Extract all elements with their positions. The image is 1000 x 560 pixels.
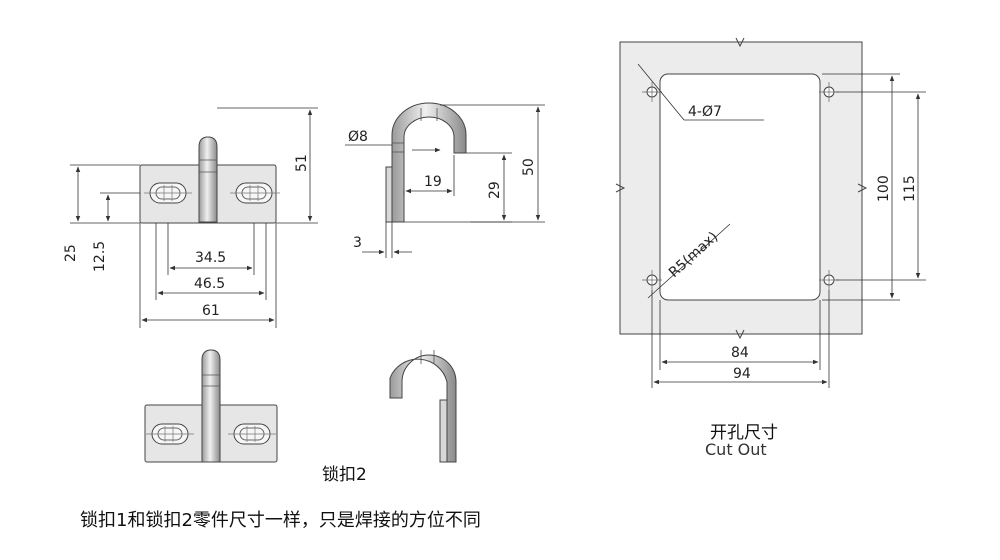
hook-profile-2: [389, 354, 457, 463]
cutout-title-cn: 开孔尺寸: [710, 423, 778, 443]
cutout-opening: [659, 73, 821, 301]
dim-29: 29: [487, 181, 503, 199]
dim-phi8: Ø8: [348, 129, 368, 145]
dim-19: 19: [424, 174, 442, 190]
dim-61: 61: [202, 303, 220, 319]
dim-25: 25: [63, 244, 79, 262]
right-slot: [230, 182, 280, 204]
vertical-pin: [198, 136, 218, 223]
cutout-title-en: Cut Out: [705, 440, 767, 459]
vertical-pin-2: [201, 349, 221, 463]
side-dimension-lines: [345, 104, 545, 258]
dim-46-5: 46.5: [194, 276, 225, 292]
side-view: Ø8 19 29 50 3: [345, 102, 545, 258]
lock2-caption: 锁扣2: [322, 465, 367, 485]
dim-84: 84: [731, 345, 749, 361]
right-slot-2: [228, 423, 276, 445]
left-slot: [144, 182, 192, 204]
break-marks: [615, 37, 868, 340]
lock2-front-view: [144, 349, 278, 463]
dim-50: 50: [521, 158, 537, 176]
dim-115: 115: [902, 175, 918, 202]
dim-holes: 4-Ø7: [688, 104, 722, 120]
dim-12-5: 12.5: [92, 241, 108, 272]
dim-34-5: 34.5: [195, 250, 226, 266]
dim-100: 100: [876, 175, 892, 202]
hole-centerlines: [642, 82, 839, 290]
hook-profile: [391, 102, 467, 223]
dim-94: 94: [733, 366, 751, 382]
left-slot-2: [146, 423, 194, 445]
front-view: 25 12.5 34.5 46.5 61 51: [63, 107, 318, 328]
cutout-dimension-lines: [637, 63, 926, 388]
note-caption: 锁扣1和锁扣2零件尺寸一样，只是焊接的方位不同: [80, 510, 481, 531]
side-plate-2: [439, 399, 448, 463]
cutout-view: 4-Ø7 R5(max) 100 115 84 94: [615, 37, 926, 388]
dim-3: 3: [353, 235, 362, 251]
dim-51: 51: [294, 154, 310, 172]
side-plate: [385, 166, 393, 223]
lock2-side-view: [389, 350, 457, 463]
front-dimension-lines: [70, 107, 318, 328]
